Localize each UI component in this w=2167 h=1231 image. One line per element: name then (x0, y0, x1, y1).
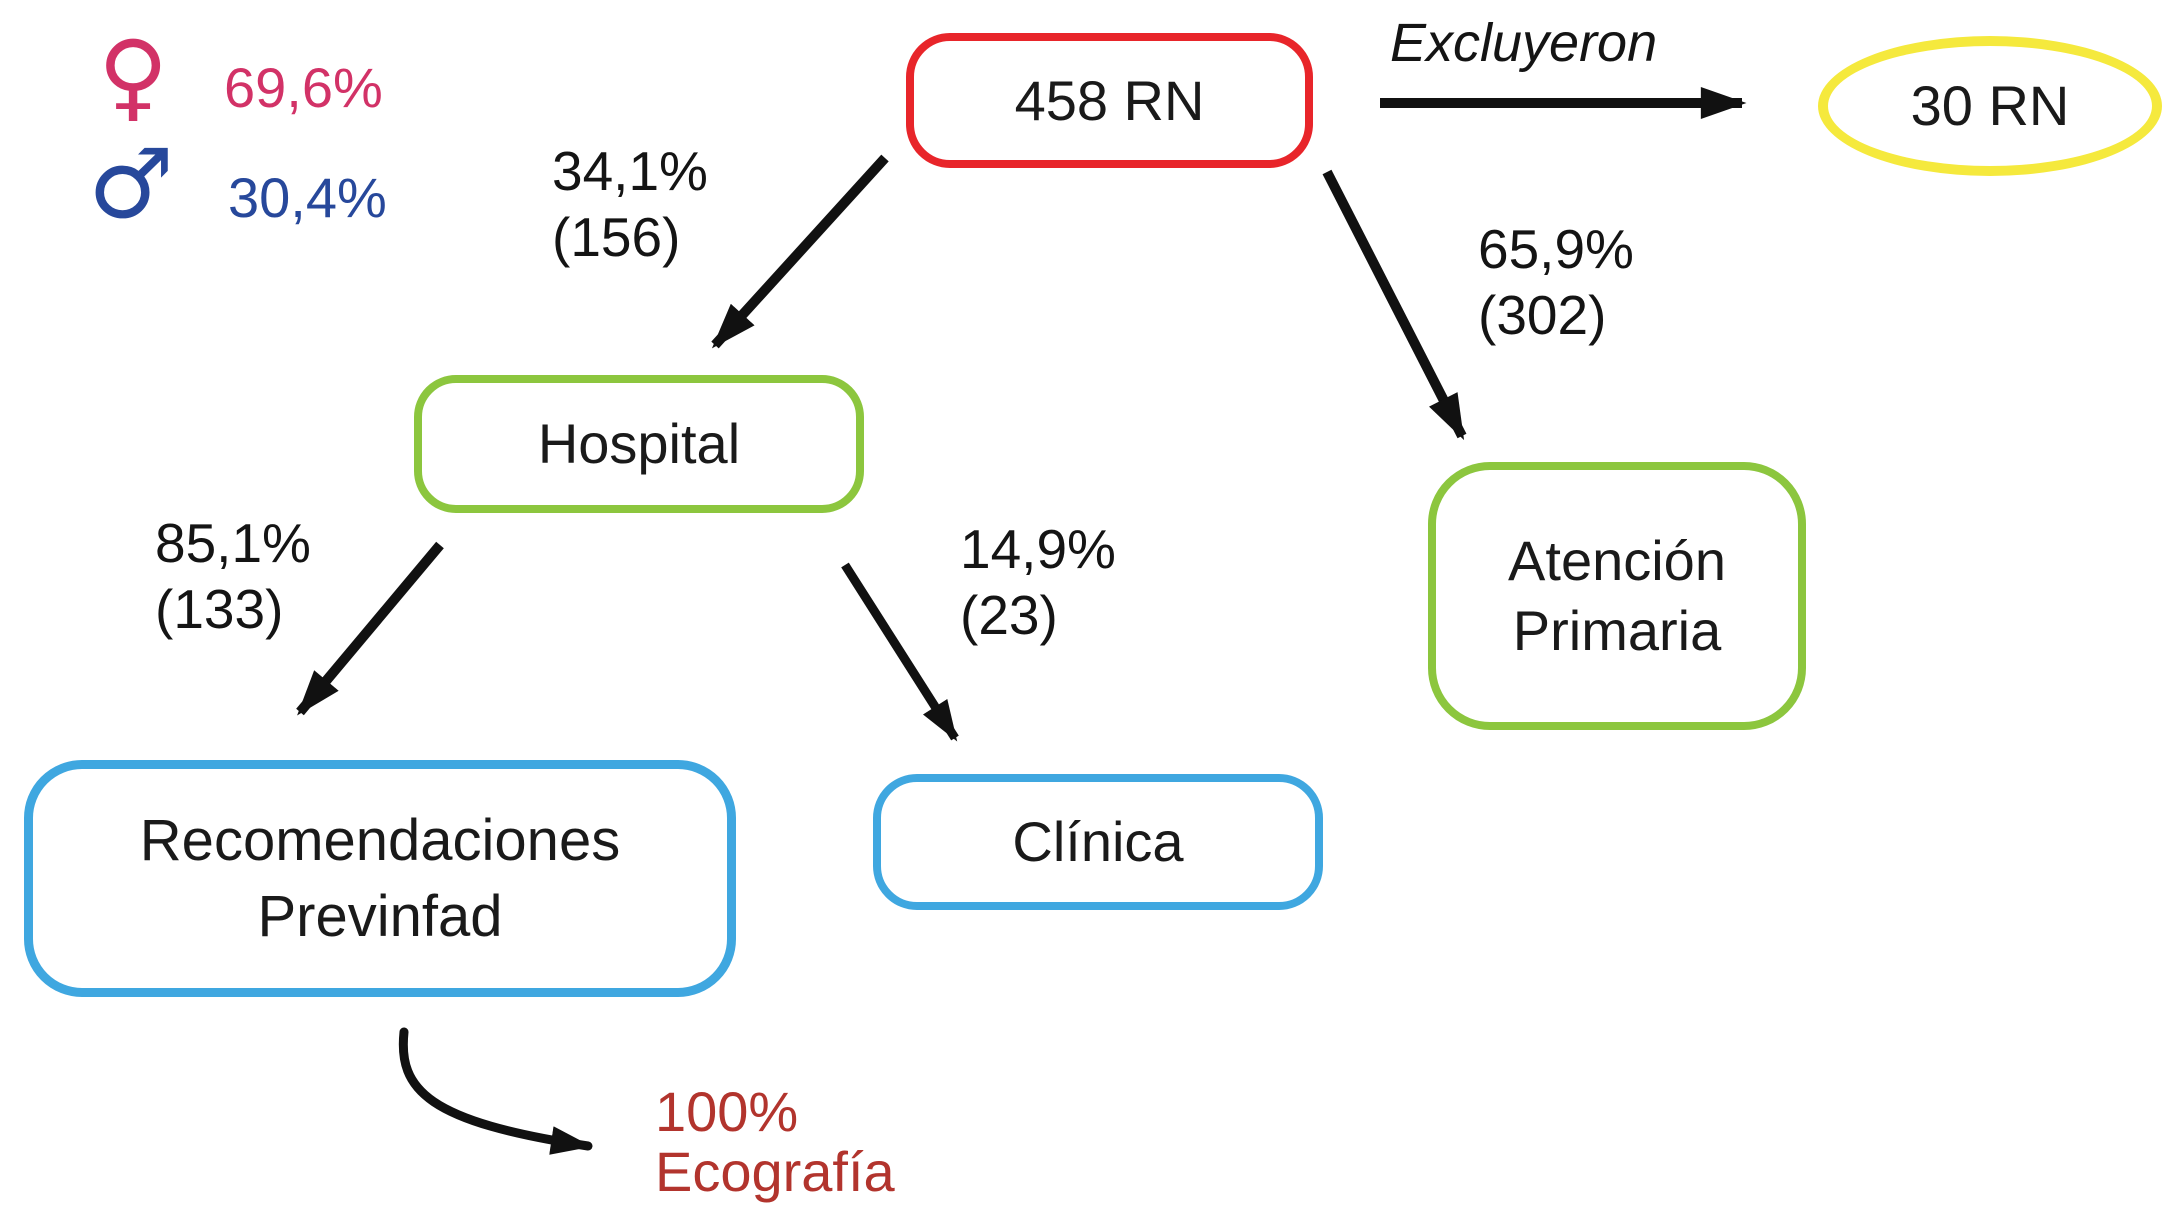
edge-to-atencion-pct: 65,9% (1478, 218, 1634, 280)
node-excluded-label: 30 RN (1910, 74, 2070, 137)
arrow-hospital-to-recomendaciones (296, 541, 444, 716)
arrow-total-to-atencion (1322, 169, 1467, 441)
edge-to-recomendaciones-pct: 85,1% (155, 512, 311, 574)
node-recomendaciones-line2: Previnfad (257, 883, 503, 949)
node-clinica: Clínica (873, 774, 1323, 910)
node-hospital: Hospital (414, 375, 864, 513)
edge-to-recomendaciones-count: (133) (155, 578, 284, 640)
node-total-label: 458 RN (1014, 68, 1205, 132)
node-recomendaciones-previnfad: Recomendaciones Previnfad (24, 760, 736, 997)
node-hospital-label: Hospital (537, 412, 741, 475)
arrow-hospital-to-clinica (841, 562, 959, 742)
male-icon: ♂ (88, 128, 175, 240)
node-atencion-line2: Primaria (1512, 599, 1722, 662)
ecografia-text: Ecografía (655, 1140, 895, 1203)
excluyeron-label: Excluyeron (1390, 13, 1658, 73)
female-percentage: 69,6% (224, 56, 383, 119)
female-icon: ♀ (98, 20, 169, 132)
edge-to-atencion-count: (302) (1478, 284, 1607, 346)
arrow-total-to-hospital (711, 154, 889, 349)
male-percentage: 30,4% (228, 166, 387, 229)
edge-label-to-atencion: 65,9% (302) (1478, 216, 1634, 348)
node-atencion-line1: Atención (1508, 529, 1726, 592)
edge-to-hospital-pct: 34,1% (552, 140, 708, 202)
node-atencion-primaria: Atención Primaria (1428, 462, 1806, 730)
node-recomendaciones-line1: Recomendaciones (139, 807, 621, 873)
node-total-458-rn: 458 RN (906, 33, 1313, 168)
edge-to-hospital-count: (156) (552, 206, 681, 268)
edge-label-to-hospital: 34,1% (156) (552, 138, 708, 270)
edge-label-to-clinica: 14,9% (23) (960, 516, 1116, 648)
node-clinica-label: Clínica (1012, 810, 1184, 873)
ecografia-label: 100% Ecografía (655, 1082, 895, 1202)
edge-label-to-recomendaciones: 85,1% (133) (155, 510, 311, 642)
arrow-recomendaciones-to-ecografia (398, 1027, 593, 1155)
ecografia-pct: 100% (655, 1080, 799, 1143)
node-excluded-30-rn: 30 RN (1818, 36, 2162, 176)
edge-to-clinica-count: (23) (960, 584, 1058, 646)
edge-to-clinica-pct: 14,9% (960, 518, 1116, 580)
